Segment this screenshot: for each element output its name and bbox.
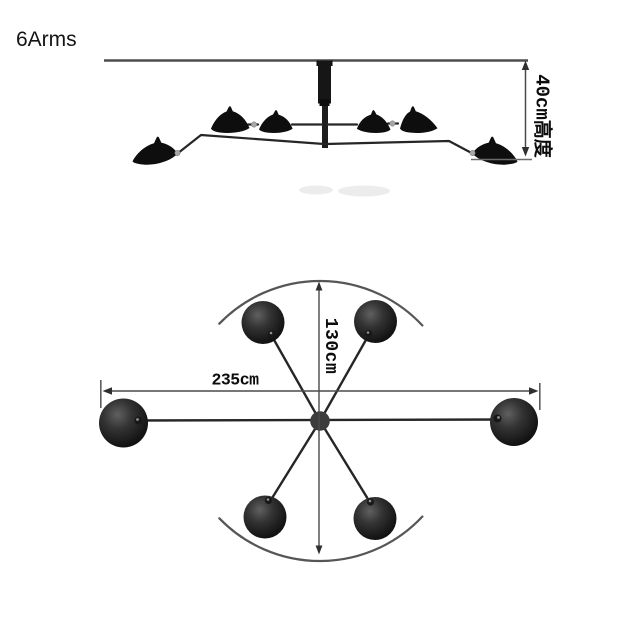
- swing-arcs: [218, 279, 424, 563]
- height-dimension: [471, 60, 532, 161]
- arm-lower-left: [176, 133, 326, 155]
- arc-top: [218, 279, 424, 327]
- lamp-head-left: [99, 398, 148, 448]
- side-view-arms: [176, 122, 474, 155]
- diameter-dimension-label: 130cm: [320, 317, 340, 375]
- arrow-up-icon: [521, 60, 530, 70]
- shade-far-left: [132, 136, 177, 165]
- side-view-shades: [132, 106, 518, 165]
- lamp-head: [354, 300, 397, 343]
- arrow-left-icon: [102, 387, 112, 395]
- height-dimension-label: 40cm高度: [530, 74, 553, 158]
- stem-collar: [319, 99, 330, 106]
- arm-upper-left: [267, 329, 322, 423]
- arrow-right-icon: [529, 387, 539, 395]
- lamp-head: [99, 398, 148, 448]
- shade-mid-left: [211, 106, 250, 133]
- product-variant-label: 6Arms: [16, 28, 77, 51]
- lamp-head-lower-left: [243, 495, 287, 539]
- shade-inner-left: [259, 110, 293, 134]
- shade-mid-right: [400, 106, 438, 133]
- shade-far-right: [473, 136, 518, 165]
- arm-lower-right: [318, 419, 373, 506]
- lamp-head: [353, 497, 397, 540]
- stem-rod: [322, 106, 328, 148]
- arrow-up-icon: [315, 281, 323, 291]
- arm-joint: [389, 120, 396, 127]
- lamp-head: [241, 301, 285, 344]
- lamp-head-nub: [134, 416, 143, 425]
- nub-glint: [368, 499, 372, 503]
- nub-glint: [266, 498, 270, 501]
- arm-joint: [251, 121, 257, 128]
- lamp-head: [490, 398, 538, 446]
- diameter-dimension: [315, 281, 323, 555]
- lamp-head-upper-left: [241, 301, 285, 344]
- arm-joint: [469, 150, 476, 156]
- arm-lower-left: [267, 419, 322, 505]
- lamp-head-upper-right: [354, 300, 397, 343]
- lamp-head-right: [490, 398, 538, 446]
- watermark-smudge: [299, 185, 390, 197]
- shade-inner-right: [356, 110, 391, 134]
- arrow-down-icon: [315, 545, 323, 555]
- plan-view: [99, 279, 541, 563]
- nub-glint: [136, 418, 139, 421]
- lamp-heads: [99, 300, 538, 540]
- arm-joint: [174, 150, 181, 156]
- arc-bottom: [218, 515, 424, 563]
- arm-joints: [174, 120, 476, 156]
- width-dim-arrows: [102, 387, 539, 395]
- lamp-head-nub: [493, 414, 502, 423]
- lamp-stem: [316, 60, 333, 148]
- lamp-head-lower-right: [353, 497, 397, 540]
- arm-upper-right: [318, 329, 373, 423]
- center-hub: [310, 411, 330, 431]
- nub-glint: [497, 416, 500, 419]
- nub-glint: [366, 331, 370, 334]
- arm-lower-right: [324, 139, 474, 155]
- width-dimension: [100, 380, 541, 410]
- smudge: [338, 185, 390, 197]
- side-view: [104, 59, 532, 197]
- width-dimension-label: 235cm: [211, 370, 259, 390]
- diameter-dim-arrows: [315, 281, 323, 555]
- smudge: [299, 185, 333, 195]
- stem-body: [318, 60, 331, 104]
- height-dim-arrows: [521, 60, 530, 157]
- nub-glint: [269, 331, 273, 335]
- arrow-down-icon: [521, 147, 530, 157]
- lamp-head: [243, 495, 287, 539]
